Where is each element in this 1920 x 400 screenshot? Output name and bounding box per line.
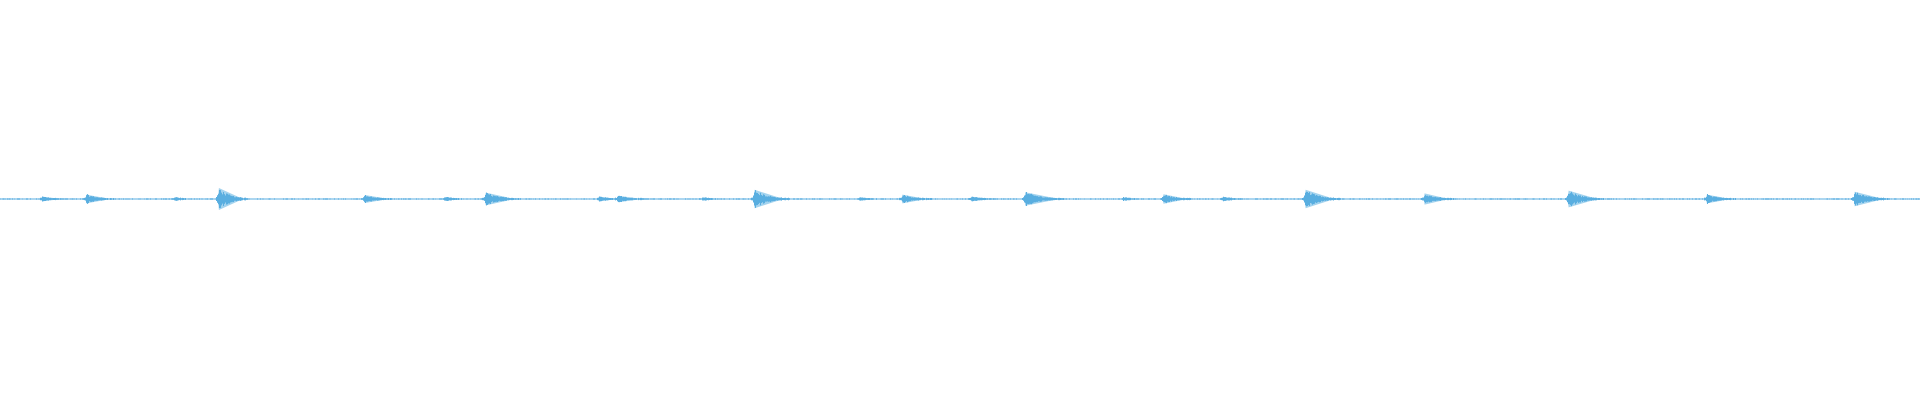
waveform-series [0,190,1920,208]
waveform-burst-21 [1705,194,1731,204]
waveform-burst-22 [1853,191,1884,207]
waveform-burst-6 [484,192,515,206]
waveform-burst-12 [901,194,927,204]
waveform-burst-7 [598,196,619,202]
waveform-burst-15 [1122,197,1138,201]
waveform-burst-5 [444,197,460,201]
waveform-burst-20 [1567,190,1598,208]
waveform-burst-16 [1162,194,1188,204]
waveform-burst-9 [701,197,718,201]
waveform-burst-10 [753,189,784,209]
waveform-burst-14 [1024,192,1059,206]
waveform-burst-19 [1423,193,1449,205]
waveform-burst-11 [859,197,875,201]
waveform-burst-4 [363,195,389,203]
waveform-burst-13 [970,196,991,202]
waveform-burst-8 [617,195,643,203]
waveform-burst-18 [1304,189,1335,209]
waveform-burst-1 [85,194,111,204]
waveform-layer [0,188,1920,210]
waveform-burst-3 [217,188,243,210]
waveform-burst-17 [1222,197,1243,201]
waveform-burst-0 [41,196,62,202]
waveform-burst-2 [173,197,190,201]
